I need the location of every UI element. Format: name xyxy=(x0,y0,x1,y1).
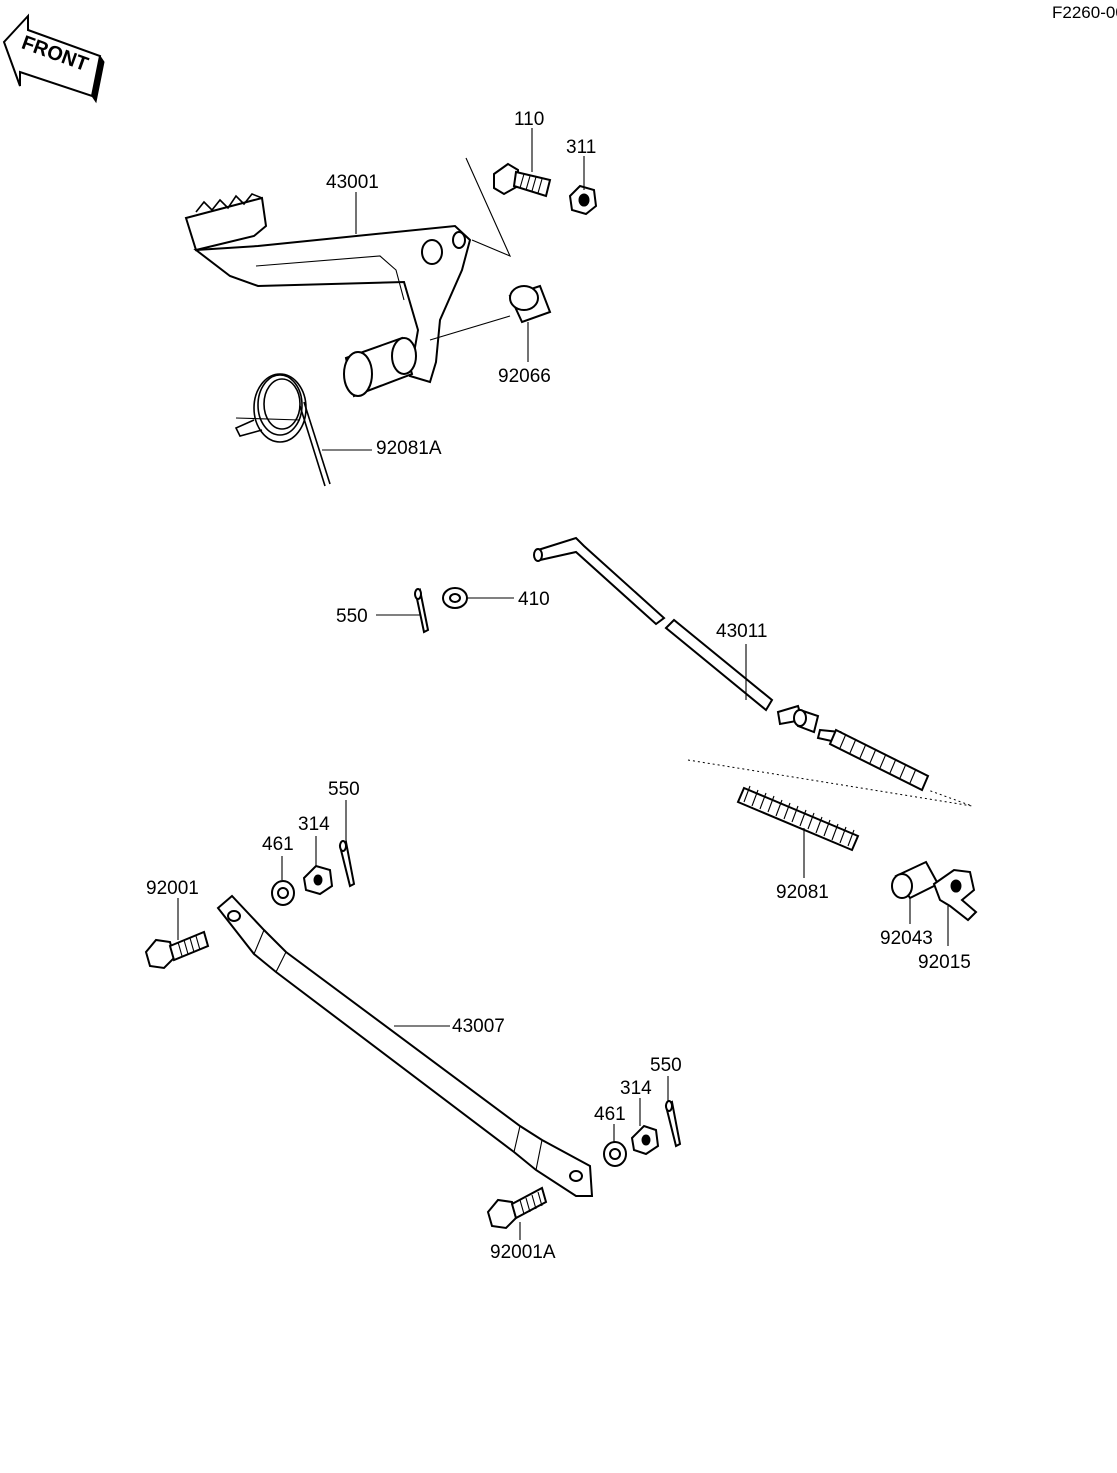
cotter-pin-550-middle xyxy=(338,840,356,888)
rod-threaded-end xyxy=(828,728,930,792)
label-550-middle: 550 xyxy=(328,779,360,800)
adjusting-nut-92015 xyxy=(932,868,978,922)
bolt-92001A xyxy=(486,1186,548,1230)
label-92081: 92081 xyxy=(776,882,829,903)
label-550-lower: 550 xyxy=(650,1055,682,1076)
guide-line xyxy=(687,759,973,807)
label-92001A: 92001A xyxy=(490,1242,556,1263)
guide-line xyxy=(429,315,511,341)
return-spring-92081A xyxy=(234,373,331,487)
spring-92081 xyxy=(736,785,860,852)
nut-311 xyxy=(568,184,598,216)
label-314-upper: 314 xyxy=(298,814,330,835)
washer-461-upper xyxy=(271,880,295,906)
washer-410 xyxy=(442,587,468,609)
washer-461-lower xyxy=(603,1141,627,1167)
front-arrow-icon: FRONT xyxy=(2,13,105,104)
label-92001: 92001 xyxy=(146,878,199,899)
label-92015: 92015 xyxy=(918,952,971,973)
label-92043: 92043 xyxy=(880,928,933,949)
cotter-pin-550-top xyxy=(414,587,430,634)
nut-314-upper xyxy=(302,864,334,896)
label-314-lower: 314 xyxy=(620,1078,652,1099)
drawing-code: F2260-0062 xyxy=(1052,3,1117,22)
label-461-upper: 461 xyxy=(262,834,294,855)
label-311: 311 xyxy=(566,137,596,158)
label-43007: 43007 xyxy=(452,1016,505,1037)
bolt-110 xyxy=(493,162,552,198)
guide-line xyxy=(465,157,512,258)
bolt-92001 xyxy=(144,930,210,970)
nut-314-lower xyxy=(630,1124,660,1156)
brake-pedal-43001 xyxy=(184,193,472,398)
label-43001: 43001 xyxy=(326,172,379,193)
label-92066: 92066 xyxy=(498,366,551,387)
label-110: 110 xyxy=(514,109,544,130)
rod-joint xyxy=(776,704,842,744)
label-461-lower: 461 xyxy=(594,1104,626,1125)
joint-92043 xyxy=(891,860,940,900)
label-92081A: 92081A xyxy=(376,438,442,459)
collar-92066 xyxy=(508,284,552,324)
tension-rod-43007 xyxy=(216,894,594,1197)
guide-line xyxy=(235,417,301,421)
cotter-pin-550-lower xyxy=(664,1100,682,1148)
label-43011: 43011 xyxy=(716,621,767,642)
label-410: 410 xyxy=(518,589,550,610)
label-550-top: 550 xyxy=(336,606,368,627)
